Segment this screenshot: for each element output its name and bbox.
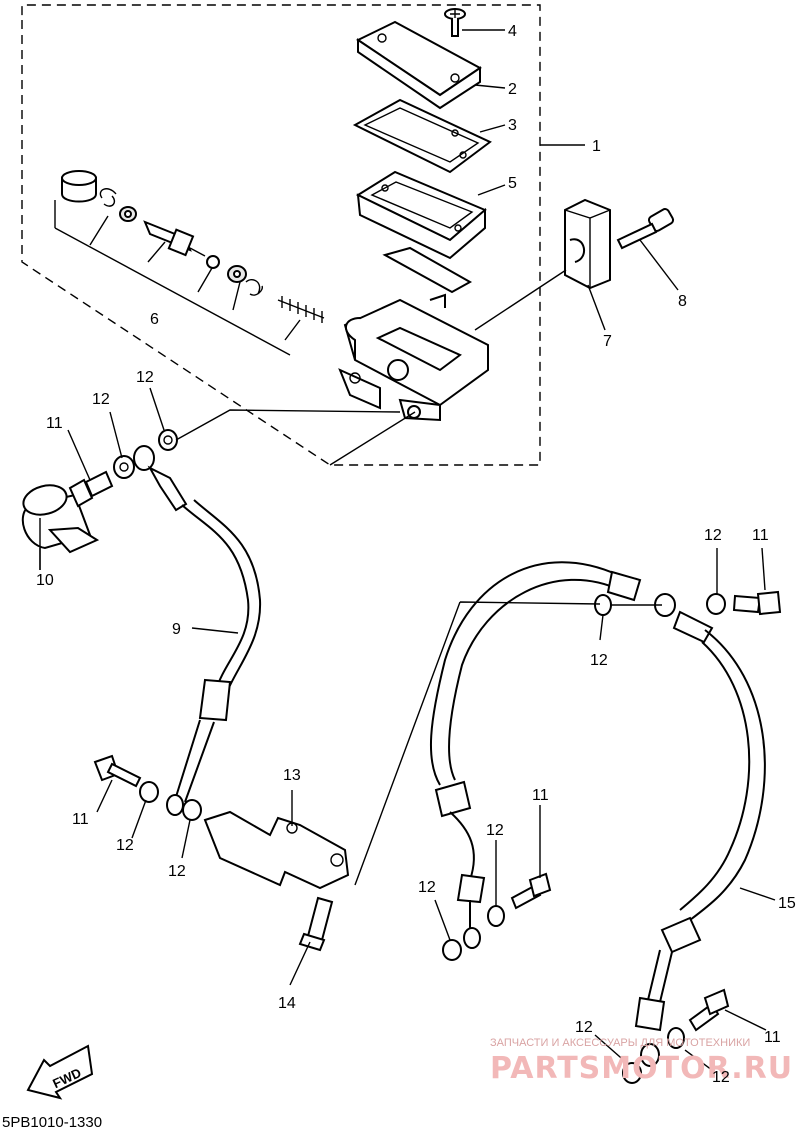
union-bolt-11-e (688, 988, 730, 1032)
washer-12-b-hole (163, 435, 173, 445)
rubber-boot-part-10 (21, 484, 100, 570)
bracket-part-7 (564, 198, 611, 290)
callout-12-c: 12 (116, 837, 134, 854)
washer-12-g (487, 905, 505, 927)
callout-3: 3 (508, 117, 517, 134)
callout-12-e: 12 (704, 527, 722, 544)
union-bolt-11-b (93, 754, 142, 788)
callout-11-c: 11 (752, 527, 769, 544)
callout-11-a: 11 (46, 415, 63, 432)
washer-12-i (667, 1027, 685, 1049)
forward-arrow-icon: FWD (26, 1044, 94, 1100)
callout-11-b: 11 (72, 811, 89, 828)
leader-lines (39, 29, 776, 1071)
union-bolt-11-d (510, 872, 552, 910)
washer-12-b (158, 429, 178, 451)
callout-12-j: 12 (712, 1069, 730, 1086)
watermark-tagline: ЗАПЧАСТИ И АКСЕССУАРЫ ДЛЯ МОТОТЕХНИКИ (490, 1037, 750, 1049)
callout-11-e: 11 (764, 1029, 781, 1046)
joint-part-13 (203, 810, 350, 890)
diaphragm-holder-part-5 (355, 170, 487, 260)
screw-part-4 (444, 8, 466, 37)
callout-9: 9 (172, 621, 181, 638)
callout-13: 13 (283, 767, 301, 784)
watermark-brand: PARTSMOTOR.RU (490, 1051, 793, 1086)
washer-12-h (442, 939, 462, 961)
washer-12-f (706, 593, 726, 615)
callout-14: 14 (278, 995, 296, 1012)
union-bolt-11-c (732, 590, 782, 616)
bolt-part-14 (298, 896, 334, 952)
callout-15: 15 (778, 895, 796, 912)
bolt-part-8 (616, 208, 675, 250)
assembly-boundary (21, 4, 541, 466)
union-bolt-11-a (68, 470, 114, 508)
diaphragm-part-3 (352, 98, 492, 174)
washer-12-c (139, 781, 159, 803)
plate (382, 246, 473, 294)
callout-2: 2 (508, 81, 517, 98)
washer-12-e (594, 594, 612, 616)
master-cylinder-body (338, 293, 489, 422)
callout-12-d: 12 (168, 863, 186, 880)
callout-8: 8 (678, 293, 687, 310)
piston-kit-part-6 (54, 170, 325, 356)
washer-12-a-hole (119, 462, 129, 472)
callout-7: 7 (603, 333, 612, 350)
callout-5: 5 (508, 175, 517, 192)
callout-12-b: 12 (136, 369, 154, 386)
washer-12-a (113, 455, 135, 479)
callout-12-g: 12 (486, 822, 504, 839)
callout-10: 10 (36, 572, 54, 589)
callout-6: 6 (150, 311, 159, 328)
callout-12-i: 12 (575, 1019, 593, 1036)
reservoir-cap-part-2 (355, 20, 482, 110)
callout-12-a: 12 (92, 391, 110, 408)
washer-12-j (622, 1062, 642, 1084)
brake-hose-part-9 (133, 445, 262, 816)
brake-hose-part-15 (429, 561, 766, 1067)
callout-1: 1 (592, 138, 601, 155)
callout-11-d: 11 (532, 787, 549, 804)
callout-12-h: 12 (418, 879, 436, 896)
callout-12-f: 12 (590, 652, 608, 669)
callout-4: 4 (508, 23, 517, 40)
diagram-code: 5PB1010-1330 (2, 1114, 102, 1130)
washer-12-d (182, 799, 202, 821)
